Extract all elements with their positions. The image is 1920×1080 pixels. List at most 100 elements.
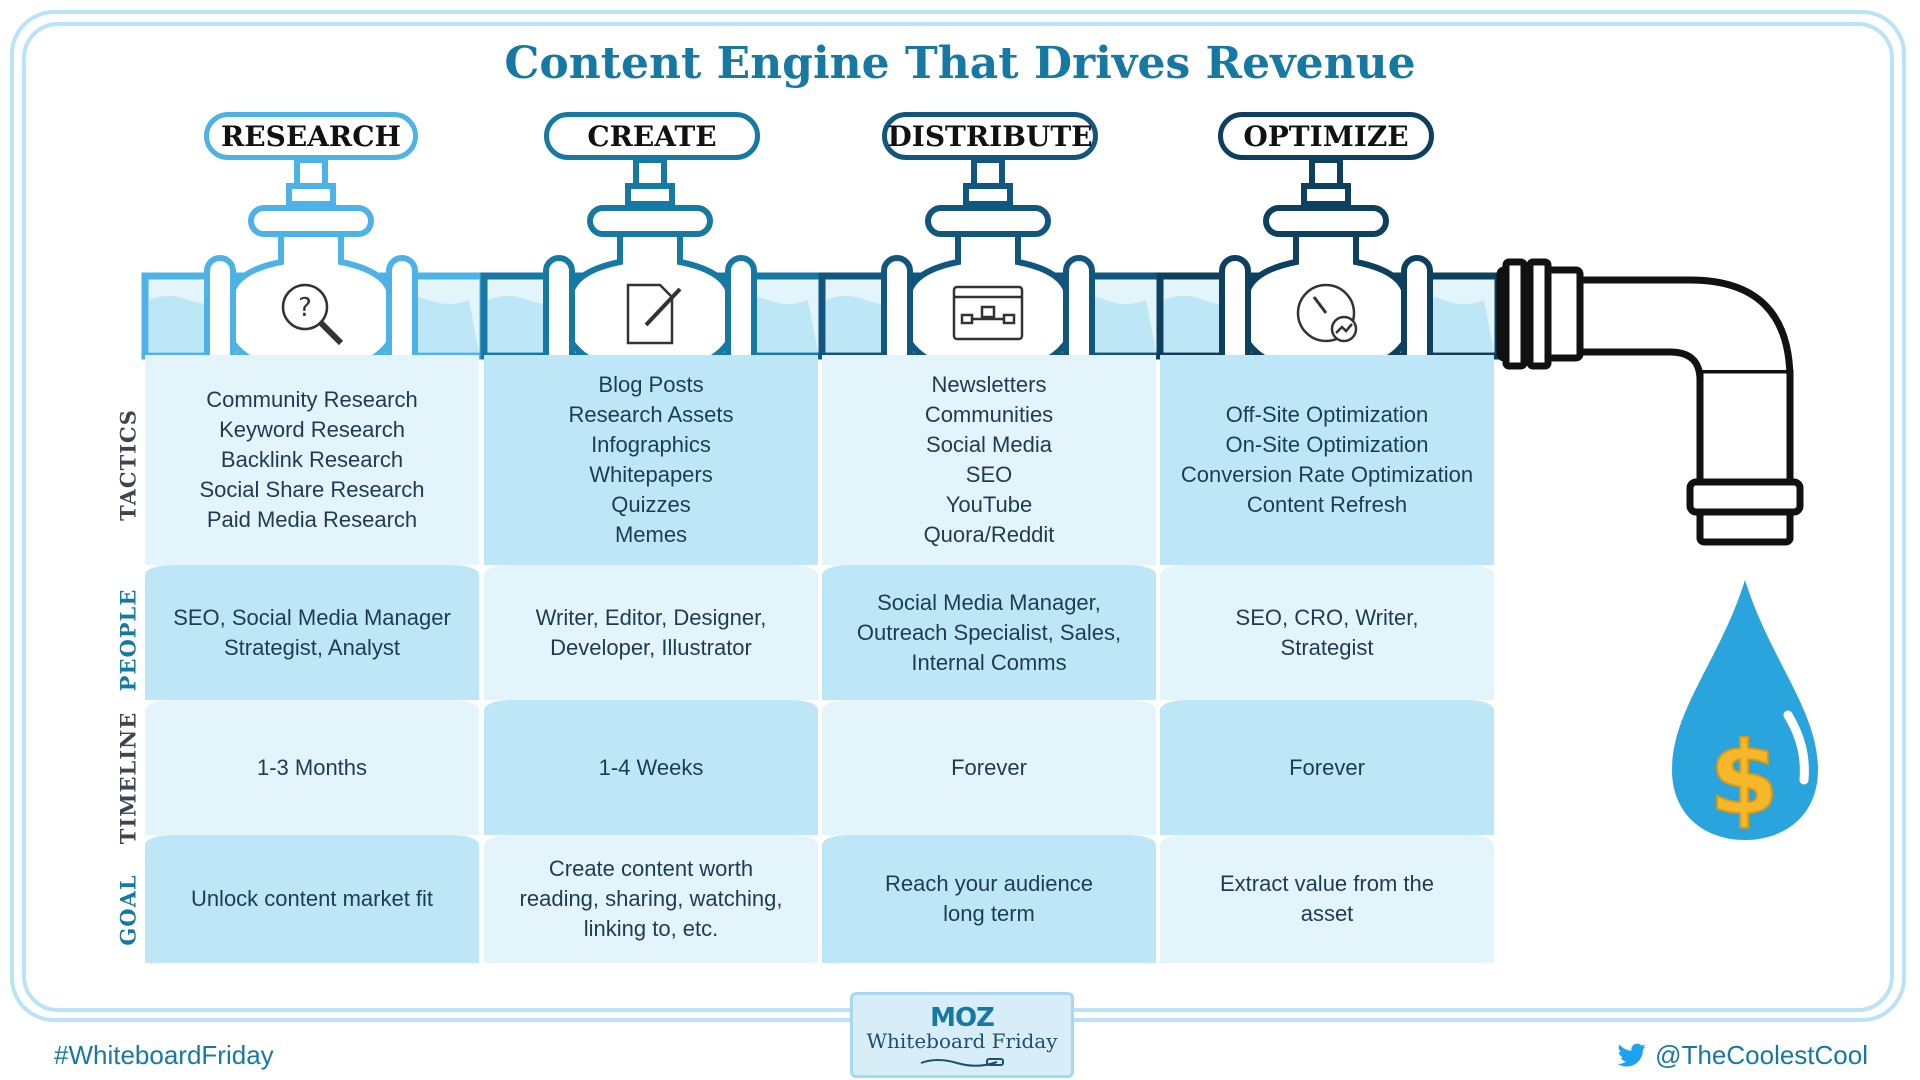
tactics-line: Social Media [926, 432, 1052, 457]
cell-timeline: Forever [822, 700, 1156, 835]
band-timeline [145, 700, 479, 835]
cell-timeline: Forever [1160, 700, 1494, 835]
valve-distribute [818, 157, 1164, 377]
tactics-line: Quora/Reddit [923, 522, 1055, 547]
twitter-handle[interactable]: @TheCoolestCool [1617, 1040, 1868, 1071]
people-line: SEO, Social Media Manager [173, 604, 451, 630]
band-goal [145, 835, 479, 963]
row-label-people: PEOPLE [115, 588, 141, 692]
tactics-line: Off-Site Optimization [1225, 402, 1429, 427]
people-line: Strategist, Analyst [223, 634, 401, 660]
timeline-line: Forever [951, 754, 1027, 780]
goal-line: reading, sharing, watching, [519, 886, 783, 911]
faucet-drop: $ [1672, 370, 1818, 840]
tactics-line: Community Research [206, 387, 418, 412]
people-line: SEO, CRO, Writer, [1235, 604, 1419, 630]
moz-logo: MOZ [930, 1003, 995, 1033]
badge-text: Whiteboard Friday [866, 1029, 1058, 1053]
band-people [822, 565, 1156, 700]
marker-squiggle-icon [920, 1058, 1004, 1067]
timeline-line: 1-4 Weeks [598, 754, 704, 780]
people-line: Internal Comms [911, 649, 1067, 675]
tactics-line: Newsletters [931, 372, 1047, 397]
cell-timeline: 1-4 Weeks [484, 700, 818, 835]
band-timeline [1160, 700, 1494, 835]
goal-line: Reach your audience [885, 871, 1093, 896]
band-goal [1160, 835, 1494, 963]
band-timeline [484, 700, 818, 835]
band-goal [484, 835, 818, 963]
twitter-handle-text: @TheCoolestCool [1655, 1040, 1868, 1070]
band-goal [822, 835, 1156, 963]
band-tactics [145, 355, 479, 565]
band-tactics [822, 355, 1156, 565]
cell-people: Social Media Manager,Outreach Specialist… [822, 565, 1156, 700]
cell-people: SEO, CRO, Writer, Strategist [1160, 565, 1494, 700]
row-label-timeline: TIMELINE [115, 711, 141, 845]
pipeline-illustration: ? [141, 157, 1794, 380]
hashtag-link[interactable]: #WhiteboardFriday [54, 1040, 274, 1070]
tactics-line: Backlink Research [220, 447, 404, 472]
people-line: Outreach Specialist, Sales, [856, 619, 1122, 645]
goal-line: Unlock content market fit [190, 886, 434, 911]
timeline-line: Forever [1289, 754, 1365, 780]
tactics-line: On-Site Optimization [1225, 432, 1429, 457]
tactics-line: Keyword Research [219, 417, 405, 442]
stage-label-optimize: OPTIMIZE [1218, 112, 1434, 160]
tactics-line: Quizzes [611, 492, 691, 517]
document-pen-icon [626, 283, 682, 345]
moz-whiteboard-badge: MOZ Whiteboard Friday [850, 992, 1074, 1078]
tactics-line: Memes [614, 522, 688, 547]
speedometer-icon [1296, 283, 1358, 343]
row-label-tactics: TACTICS [115, 409, 141, 521]
people-line: Writer, Editor, Designer, [535, 604, 767, 630]
valve-research: ? [141, 157, 487, 377]
tactics-line: Whitepapers [589, 462, 713, 487]
tactics-line: Communities [924, 402, 1054, 427]
tactics-line: Paid Media Research [206, 507, 418, 532]
stage-label-create: CREATE [544, 112, 760, 160]
cell-goal: Create content worth reading, sharing, wa… [484, 835, 818, 963]
svg-text:?: ? [298, 293, 312, 323]
cell-goal: Unlock content market fit [145, 835, 479, 963]
band-timeline [822, 700, 1156, 835]
tactics-line: Content Refresh [1246, 492, 1408, 517]
band-people [1160, 565, 1494, 700]
tactics-line: Social Share Research [199, 477, 425, 502]
twitter-bird-icon [1617, 1043, 1646, 1066]
tactics-line: Infographics [591, 432, 711, 457]
tactics-line: Research Assets [568, 402, 734, 427]
valve-optimize [1156, 157, 1502, 377]
magnifier-question-icon: ? [281, 283, 344, 346]
band-people [145, 565, 479, 700]
money-drop-icon [1672, 580, 1818, 840]
tactics-line: Conversion Rate Optimization [1180, 462, 1474, 487]
band-tactics [484, 355, 818, 565]
tactics-line: YouTube [945, 492, 1033, 517]
stage-label-research: RESEARCH [204, 112, 418, 160]
people-line: Strategist [1280, 634, 1374, 660]
band-people [484, 565, 818, 700]
band-tactics [1160, 355, 1494, 565]
tactics-line: Blog Posts [598, 372, 704, 397]
tactics-line: SEO [965, 462, 1013, 487]
network-window-icon [952, 285, 1024, 341]
page-title: Content Engine That Drives Revenue [504, 38, 1416, 89]
goal-line: Create content worth [548, 856, 754, 881]
goal-line: linking to, etc. [583, 916, 719, 941]
timeline-line: 1-3 Months [256, 754, 368, 780]
dollar-sign: $ [1709, 720, 1779, 837]
goal-line: asset [1300, 901, 1354, 926]
row-label-goal: GOAL [115, 874, 141, 946]
